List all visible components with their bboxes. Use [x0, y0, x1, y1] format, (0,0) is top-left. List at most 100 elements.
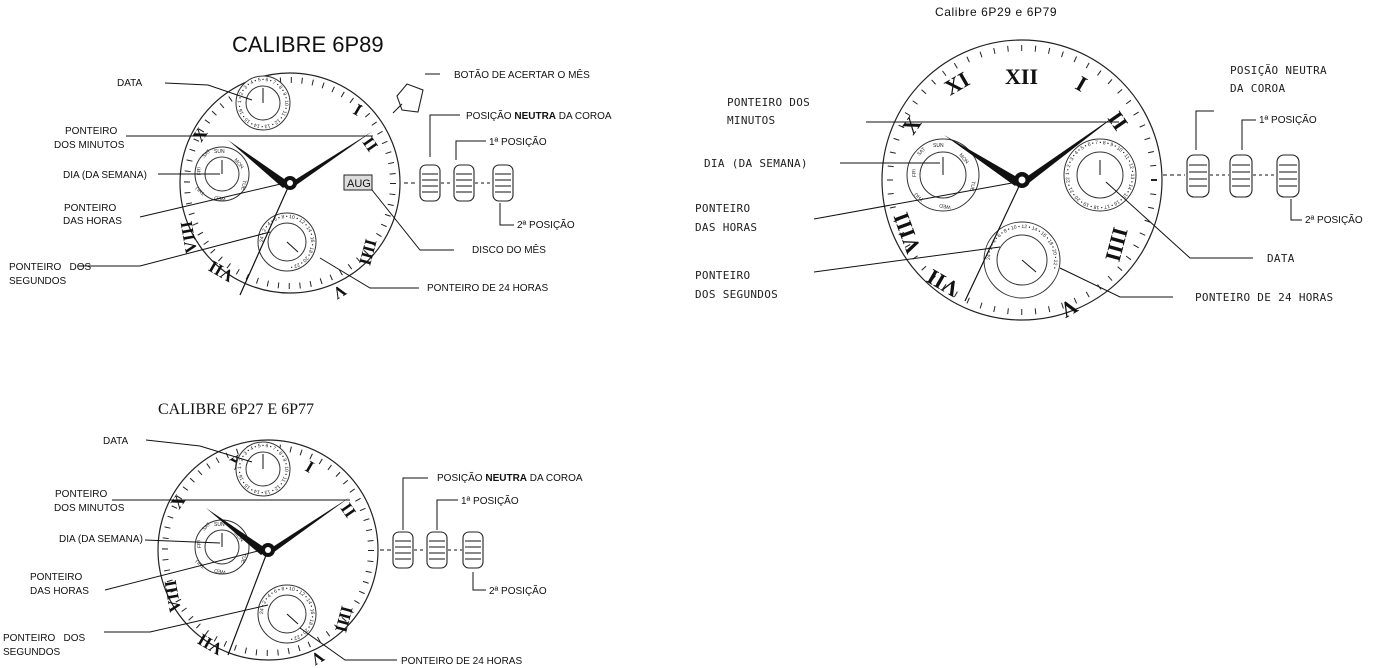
- minute-track: [162, 444, 374, 656]
- weekday-sun: SUN: [214, 522, 225, 528]
- minute-hand: [268, 497, 350, 555]
- label-day: DIA (DA SEMANA): [63, 170, 147, 181]
- seconds-hand: [239, 182, 291, 296]
- leader-lines: [813, 110, 1302, 298]
- hour-hand: [228, 140, 290, 188]
- leader-lines: [104, 439, 486, 661]
- label-data: DATA: [1267, 252, 1295, 265]
- leader-lines: [78, 73, 514, 289]
- diagram-calibre-6p89: CALIBRE 6P89 XI I II X VIII IIII VII V 1…: [0, 0, 612, 303]
- weekday-fri: FRI: [196, 167, 203, 176]
- month-button: [396, 83, 424, 113]
- label-minutes-1: PONTEIRO DOS: [727, 96, 810, 109]
- label-pos1: 1ª POSIÇÃO: [489, 135, 547, 148]
- weekday-tue: TUE: [239, 180, 247, 192]
- crown-first-position: [1229, 154, 1253, 198]
- hour24-hand: [1021, 259, 1037, 273]
- hour24-subdial: 24 • 2 • 4 • 6 • 8 • 10 • 12 • 14 • 16 •…: [257, 584, 317, 644]
- label-hours-1: PONTEIRO: [64, 203, 116, 214]
- center-pin: [1018, 176, 1026, 184]
- seconds-hand: [227, 549, 269, 656]
- minute-track: [887, 45, 1157, 315]
- label-neutral-1: POSIÇÃO NEUTRA: [1230, 64, 1327, 77]
- label-hours-2: DAS HORAS: [63, 216, 122, 227]
- label-pos1: 1ª POSIÇÃO: [1259, 113, 1317, 126]
- weekday-tue: TUE: [968, 181, 976, 193]
- label-pos2: 2ª POSIÇÃO: [517, 218, 575, 231]
- center-pin: [287, 180, 293, 186]
- month-window-text: AUG: [347, 178, 371, 190]
- crown-positions: [380, 531, 484, 569]
- diagram-title: CALIBRE 6P27 E 6P77: [158, 401, 314, 418]
- numeral-xii: XII: [1005, 64, 1038, 89]
- crown-neutral: [392, 531, 414, 569]
- weekday-sat: SAT: [201, 522, 212, 533]
- label-hand24: PONTEIRO DE 24 HORAS: [1195, 291, 1333, 304]
- crown-first-position: [426, 531, 448, 569]
- label-seconds-2: DOS SEGUNDOS: [695, 288, 778, 301]
- label-hours-1: PONTEIRO: [695, 202, 750, 215]
- day-subdial: SUN MON TUE WED THU FRI SAT: [194, 519, 250, 575]
- label-hours-2: DAS HORAS: [695, 221, 757, 234]
- month-button-stem: [392, 103, 403, 114]
- weekday-thu: THU: [194, 185, 206, 196]
- hour24-subdial: 24 • 2 • 4 • 6 • 8 • 10 • 12 • 14 • 16 •…: [257, 212, 317, 272]
- weekday-thu: THU: [913, 191, 925, 202]
- crown-second-position: [462, 531, 484, 569]
- label-hours-1: PONTEIRO: [30, 572, 82, 583]
- crown-positions: [392, 83, 514, 202]
- label-hand24: PONTEIRO DE 24 HORAS: [401, 656, 522, 667]
- weekday-wed: WED: [938, 202, 951, 210]
- label-seconds-1: PONTEIRO DOS: [3, 633, 86, 644]
- callout-labels: PONTEIRO DOS MINUTOS DIA (DA SEMANA) PON…: [695, 64, 1363, 304]
- weekday-sat: SAT: [201, 149, 212, 160]
- crown-neutral: [419, 164, 441, 202]
- crown-positions: [1163, 154, 1300, 198]
- hour24-subdial: 24 • 2 • 4 • 6 • 8 • 10 • 12 • 14 • 16 •…: [983, 221, 1061, 299]
- weekday-sat: SAT: [916, 147, 927, 158]
- label-data: DATA: [117, 78, 143, 89]
- label-neutral-2: DA COROA: [1230, 82, 1285, 95]
- weekday-wed: WED: [213, 567, 226, 575]
- label-pos2: 2ª POSIÇÃO: [1305, 213, 1363, 226]
- seconds-hand: [964, 179, 1023, 302]
- date-subdial: 1 • 2 • 3 • 4 • 5 • 6 • 7 • 8 • 9 • 10 •…: [0, 0, 291, 131]
- label-month-disc: DISCO DO MÊS: [472, 243, 546, 256]
- crown-first-position: [453, 164, 475, 202]
- label-neutral: POSIÇÃO NEUTRA DA COROA: [437, 471, 583, 484]
- label-hand24: PONTEIRO DE 24 HORAS: [427, 283, 548, 294]
- hour24-hand: [286, 241, 299, 253]
- hour-hand: [944, 135, 1022, 186]
- minute-track: [184, 77, 396, 289]
- callout-labels: DATA PONTEIRO DOS MINUTOS DIA (DA SEMANA…: [3, 436, 583, 667]
- label-pos2: 2ª POSIÇÃO: [489, 584, 547, 597]
- diagram-title: Calibre 6P29 e 6P79: [935, 5, 1057, 19]
- label-month-button: BOTÃO DE ACERTAR O MÊS: [454, 68, 590, 81]
- center-pin: [265, 547, 271, 553]
- label-minutes-2: MINUTOS: [727, 114, 775, 127]
- crown-second-position: [492, 164, 514, 202]
- label-minutes-1: PONTEIRO: [55, 489, 107, 500]
- diagram-title: CALIBRE 6P89: [232, 32, 384, 57]
- weekday-tue: TUE: [239, 553, 247, 565]
- crown-second-position: [1276, 154, 1300, 198]
- label-minutes-2: DOS MINUTOS: [54, 140, 125, 151]
- label-seconds-2: SEGUNDOS: [3, 647, 61, 658]
- label-seconds-1: PONTEIRO DOS: [9, 262, 92, 273]
- weekday-sun: SUN: [933, 143, 944, 149]
- label-day: DIA (DA SEMANA): [59, 534, 143, 545]
- weekday-fri: FRI: [911, 169, 918, 178]
- label-day: DIA (DA SEMANA): [704, 157, 808, 170]
- minute-hand: [290, 131, 373, 188]
- label-minutes-1: PONTEIRO: [65, 126, 117, 137]
- minute-hand: [1022, 113, 1119, 186]
- label-hours-2: DAS HORAS: [30, 586, 89, 597]
- weekday-fri: FRI: [196, 540, 203, 549]
- label-pos1: 1ª POSIÇÃO: [461, 494, 519, 507]
- hour-hand: [206, 508, 268, 555]
- label-data: DATA: [103, 436, 129, 447]
- label-minutes-2: DOS MINUTOS: [54, 503, 125, 514]
- weekday-sun: SUN: [214, 149, 225, 155]
- label-seconds-1: PONTEIRO: [695, 269, 750, 282]
